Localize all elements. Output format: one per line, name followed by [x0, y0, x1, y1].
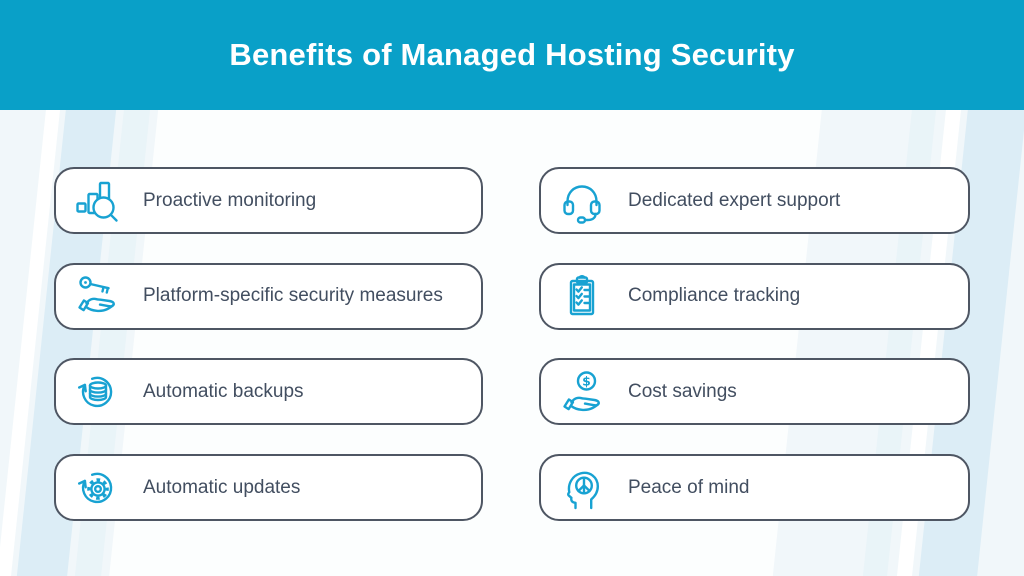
hand-dollar-coin-icon: $: [558, 368, 606, 416]
benefit-label: Cost savings: [628, 380, 737, 402]
page-title: Benefits of Managed Hosting Security: [229, 37, 795, 72]
gear-refresh-icon: [73, 464, 121, 512]
benefit-label: Proactive monitoring: [143, 189, 317, 211]
benefit-card-proactive-monitoring: Proactive monitoring: [54, 167, 483, 234]
clipboard-checklist-icon: [558, 272, 606, 320]
benefit-card-compliance-tracking: Compliance tracking: [539, 262, 970, 330]
benefit-label: Compliance tracking: [628, 285, 801, 307]
benefit-label: Automatic backups: [143, 380, 304, 402]
database-refresh-icon: [73, 368, 121, 416]
benefit-label: Automatic updates: [143, 476, 301, 498]
benefit-card-platform-security: Platform-specific security measures: [54, 262, 483, 330]
benefits-grid: Proactive monitoring Platform-specific s…: [54, 167, 970, 522]
benefit-card-cost-savings: $ Cost savings: [539, 358, 970, 426]
headset-icon: [558, 177, 606, 225]
benefit-label: Platform-specific security measures: [143, 285, 443, 307]
benefit-label: Peace of mind: [628, 476, 750, 498]
svg-text:$: $: [582, 373, 591, 388]
benefit-card-expert-support: Dedicated expert support: [539, 167, 970, 234]
benefit-card-peace-of-mind: Peace of mind: [539, 454, 970, 522]
bar-chart-magnifier-icon: [73, 177, 121, 225]
benefit-label: Dedicated expert support: [628, 189, 841, 211]
head-peace-icon: [558, 464, 606, 512]
header-banner: Benefits of Managed Hosting Security: [0, 0, 1024, 110]
benefit-card-automatic-backups: Automatic backups: [54, 358, 483, 426]
hand-key-icon: [73, 272, 121, 320]
benefit-card-automatic-updates: Automatic updates: [54, 454, 483, 522]
